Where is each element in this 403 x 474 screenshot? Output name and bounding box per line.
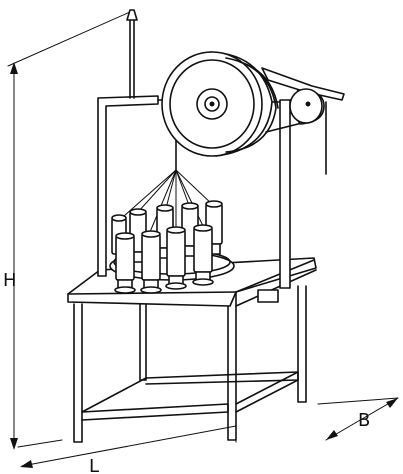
dimension-b: B [317,397,399,441]
dimension-l: L [20,425,237,474]
bobbins-back [111,200,223,263]
height-label: H [3,270,17,291]
bobbins-front [114,224,214,294]
dimension-h: H [3,11,131,450]
take-up-wheel [161,51,279,157]
length-label: L [89,456,99,474]
depth-label: B [358,410,370,431]
table-frame [73,285,307,443]
belt-drive [261,67,345,175]
